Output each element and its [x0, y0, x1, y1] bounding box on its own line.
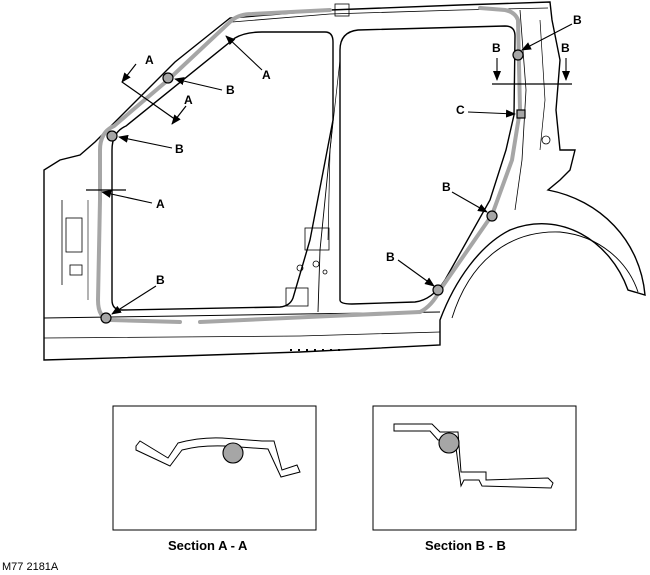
label-b-4: B [573, 13, 582, 27]
section-b-b-caption: Section B - B [425, 538, 506, 553]
label-b-1: B [226, 83, 235, 97]
seal-point-marker [512, 49, 524, 61]
front-door-opening [111, 31, 334, 311]
callout-arrows [101, 23, 573, 315]
label-b-6: B [386, 250, 395, 264]
label-b-section-left: B [492, 41, 501, 55]
label-b-2: B [175, 142, 184, 156]
label-b-3: B [156, 273, 165, 287]
section-b-b-profile [393, 423, 554, 489]
section-b-b-seal [438, 432, 460, 454]
label-a-top: A [262, 68, 271, 82]
rear-door-opening [339, 25, 516, 305]
label-a-section-lower: A [184, 93, 193, 107]
section-a-a-frame [112, 405, 317, 531]
seal-point-marker [106, 130, 118, 142]
seal-point-marker [100, 312, 112, 324]
section-a-a-profile [135, 437, 301, 478]
seal-point-square [516, 109, 526, 119]
seal-point-marker [432, 284, 444, 296]
section-b-b-detail [372, 405, 577, 531]
label-a-left: A [156, 197, 165, 211]
label-a-section-upper: A [145, 53, 154, 67]
sealer-path-rear [418, 6, 523, 314]
seal-point-marker [486, 210, 498, 222]
seal-point-markers [100, 49, 526, 324]
section-line-a-a [121, 63, 187, 125]
seal-point-marker [162, 72, 174, 84]
label-b-section-right: B [561, 41, 570, 55]
label-c: C [456, 103, 465, 117]
section-a-a-seal [222, 442, 244, 464]
body-side-panel [43, 1, 646, 361]
sealer-path-sill [198, 310, 422, 324]
callout-labels: A A A A B B B B B B C B B [145, 13, 582, 287]
figure-reference: M77 2181A [2, 561, 59, 573]
label-b-5: B [442, 180, 451, 194]
section-a-a-detail [112, 405, 317, 531]
section-a-a-caption: Section A - A [168, 538, 248, 553]
